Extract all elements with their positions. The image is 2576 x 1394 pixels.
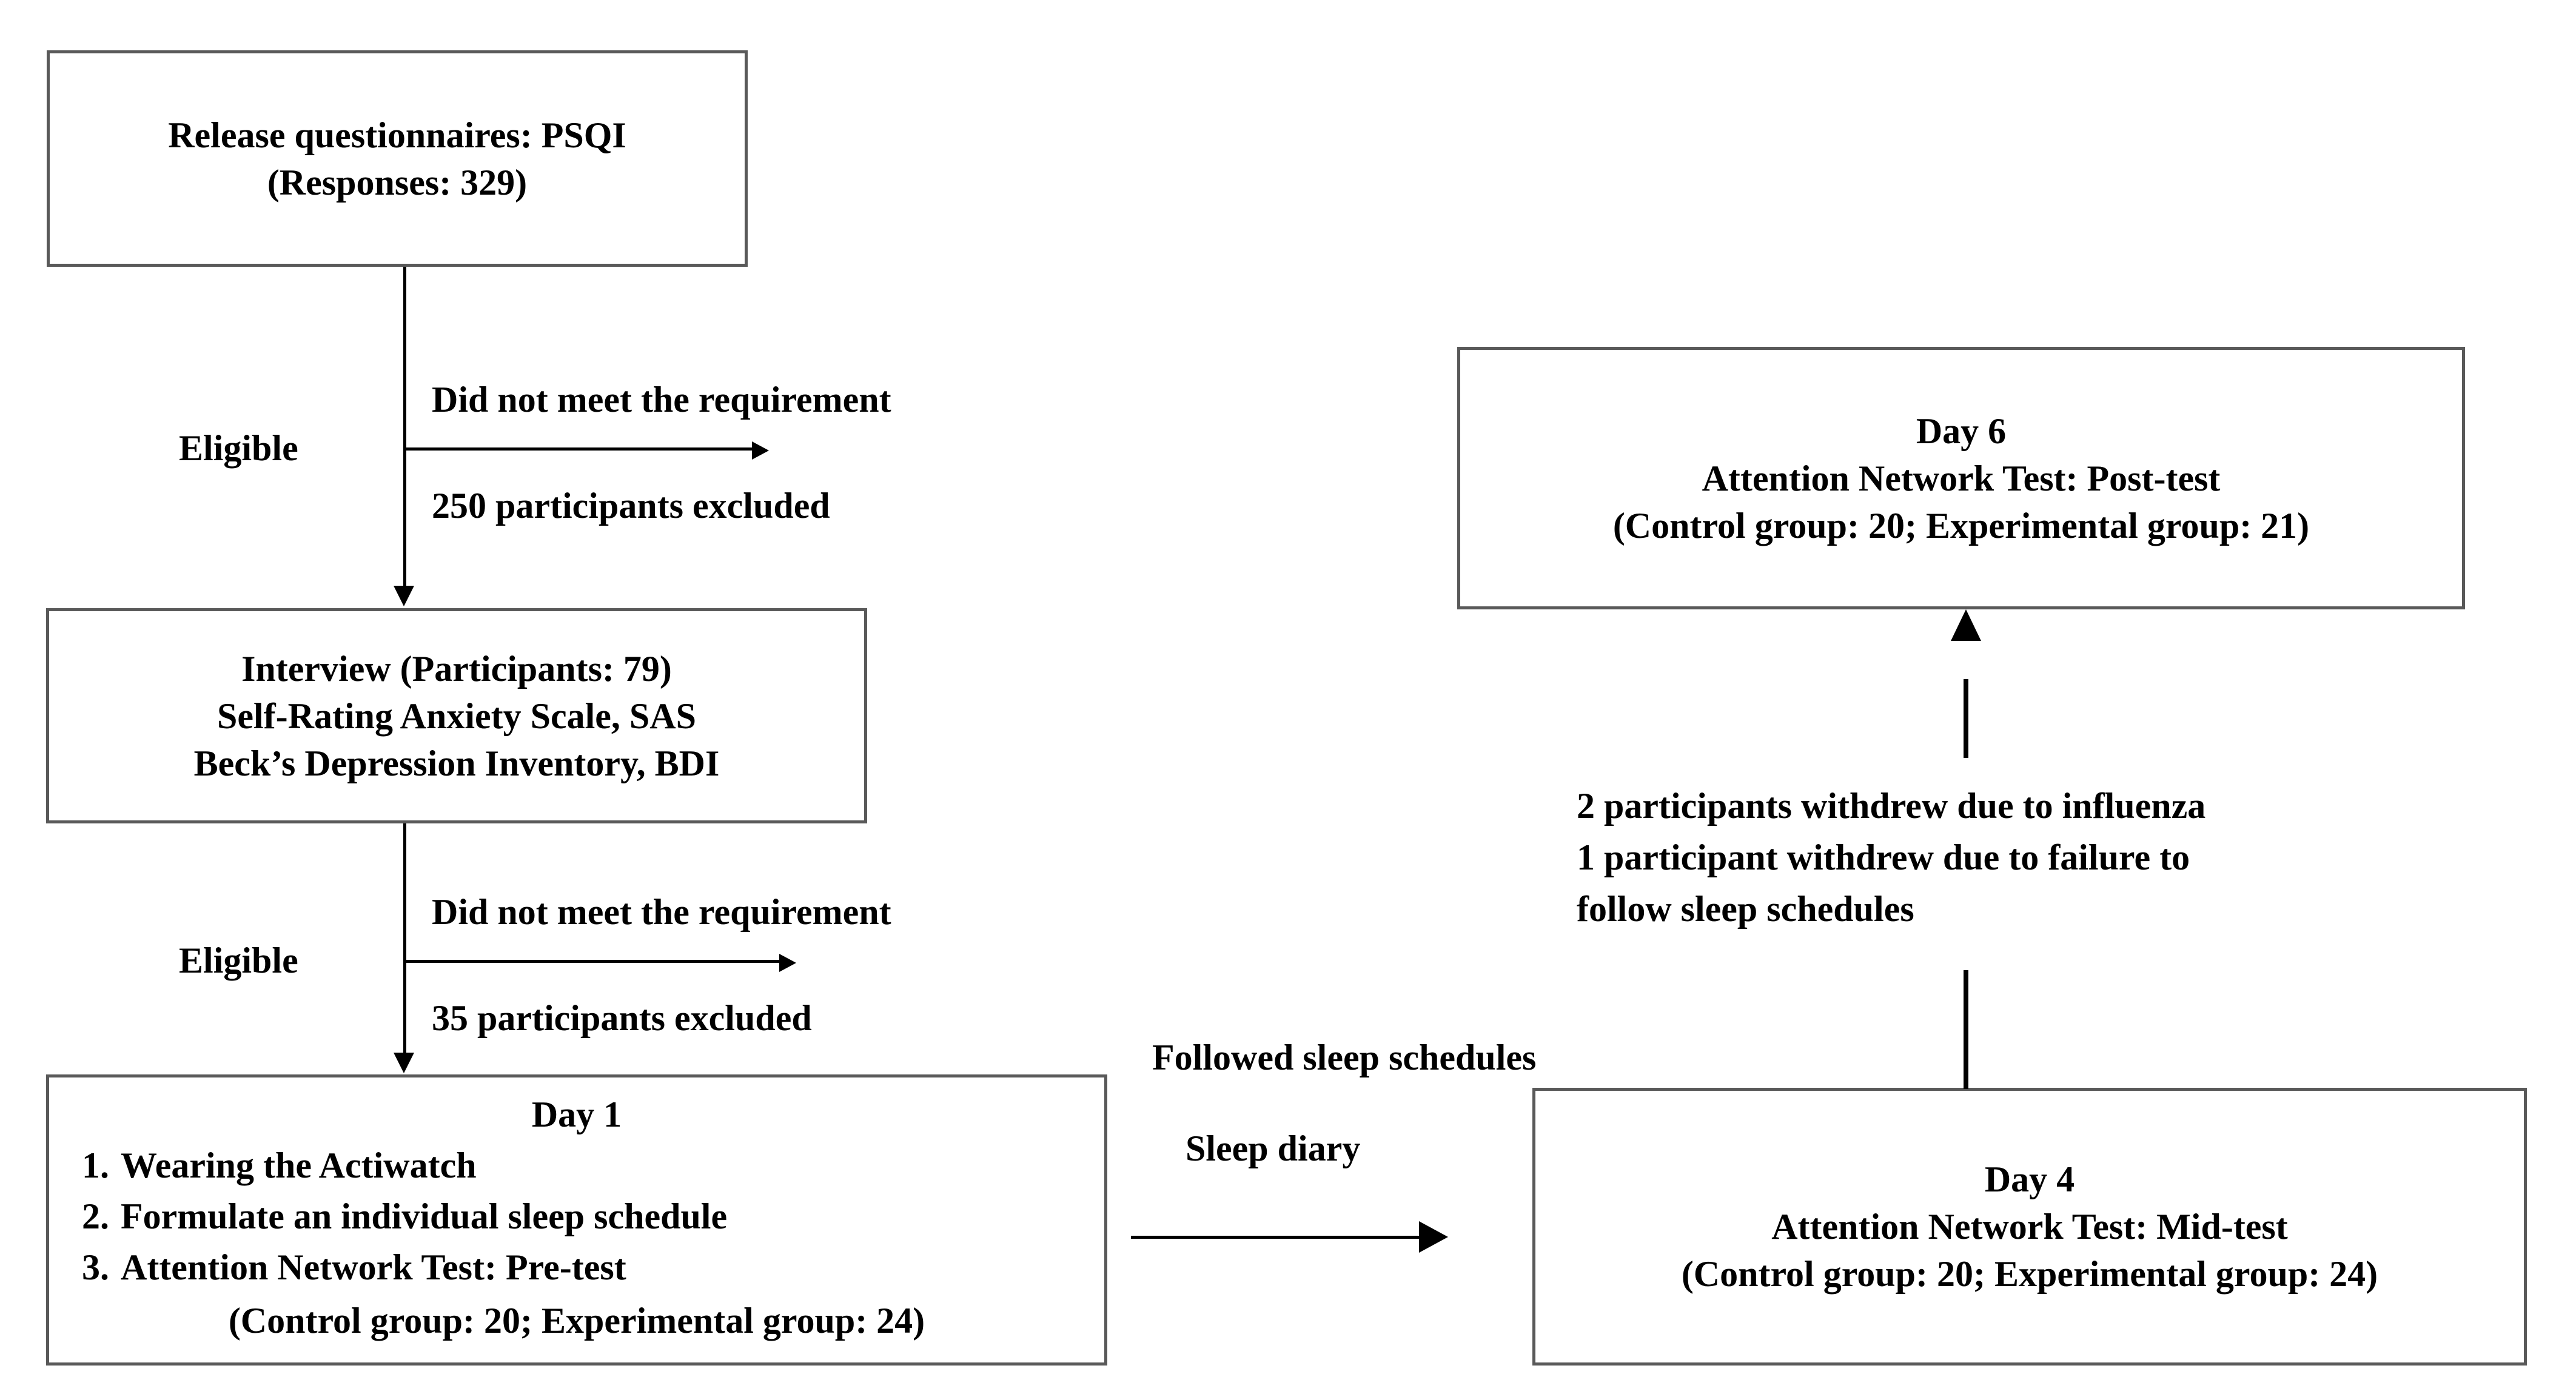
node-day4: Day 4 Attention Network Test: Mid-test (…	[1532, 1088, 2527, 1366]
edge-label-followed-sleep-schedules: Followed sleep schedules	[1152, 1037, 1537, 1077]
edge-label-eligible-1: Eligible	[179, 428, 298, 468]
node-day6-line-1: Day 6	[1916, 410, 2007, 451]
node-day6-line-2: Attention Network Test: Post-test	[1702, 458, 2221, 498]
list-item: 2. Formulate an individual sleep schedul…	[49, 1193, 1104, 1240]
node-release-line-1: Release questionnaires: PSQI	[168, 115, 626, 155]
arrowhead-down-interview	[394, 586, 414, 606]
node-interview-line-3: Beck’s Depression Inventory, BDI	[193, 743, 720, 783]
list-item-number: 3.	[82, 1247, 109, 1287]
edge-label-withdrew-line-3: follow sleep schedules	[1577, 889, 1914, 929]
node-release-line-2: (Responses: 329)	[267, 162, 528, 203]
edge-label-withdrew-line-1: 2 participants withdrew due to influenza	[1577, 786, 2206, 826]
list-item: 3. Attention Network Test: Pre-test	[49, 1244, 1104, 1291]
node-day6: Day 6 Attention Network Test: Post-test …	[1457, 347, 2465, 609]
edge-label-eligible-2: Eligible	[179, 940, 298, 980]
edge-label-sleep-diary: Sleep diary	[1186, 1128, 1361, 1168]
connector-exclusion-2	[403, 960, 782, 963]
list-item-label: Attention Network Test: Pre-test	[121, 1247, 626, 1287]
node-interview-line-2: Self-Rating Anxiety Scale, SAS	[216, 695, 697, 736]
connector-day1-to-day4	[1131, 1236, 1422, 1239]
node-day4-line-3: (Control group: 20; Experimental group: …	[1681, 1254, 2378, 1294]
node-interview-line-1: Interview (Participants: 79)	[241, 648, 672, 689]
edge-label-did-not-meet-requirement-1: Did not meet the requirement	[432, 380, 891, 420]
list-item: 1. Wearing the Actiwatch	[49, 1142, 1104, 1189]
connector-note-to-day6	[1964, 679, 1968, 758]
connector-interview-to-day1	[403, 823, 406, 1054]
arrowhead-right-exclusion-1	[752, 441, 769, 460]
arrowhead-down-day1	[394, 1053, 414, 1073]
node-day4-line-2: Attention Network Test: Mid-test	[1771, 1207, 2288, 1247]
edge-label-250-excluded: 250 participants excluded	[432, 486, 830, 526]
node-day4-line-1: Day 4	[1984, 1159, 2075, 1199]
list-item-number: 1.	[82, 1145, 109, 1185]
arrowhead-right-exclusion-2	[779, 954, 796, 972]
node-interview: Interview (Participants: 79) Self-Rating…	[46, 608, 867, 823]
edge-label-35-excluded: 35 participants excluded	[432, 998, 812, 1038]
node-day6-line-3: (Control group: 20; Experimental group: …	[1612, 505, 2310, 546]
connector-release-to-interview	[403, 267, 406, 587]
node-day1-title: Day 1	[531, 1094, 622, 1134]
node-release-questionnaires: Release questionnaires: PSQI (Responses:…	[47, 50, 748, 267]
arrowhead-right-day4	[1419, 1221, 1448, 1253]
node-day1-task-list: 1. Wearing the Actiwatch 2. Formulate an…	[49, 1142, 1104, 1295]
arrowhead-up-day6	[1951, 609, 1981, 641]
node-day1: Day 1 1. Wearing the Actiwatch 2. Formul…	[46, 1074, 1107, 1366]
connector-day4-to-note	[1964, 970, 1968, 1089]
list-item-label: Wearing the Actiwatch	[121, 1145, 477, 1185]
list-item-label: Formulate an individual sleep schedule	[121, 1196, 728, 1236]
list-item-number: 2.	[82, 1196, 109, 1236]
node-day1-footer: (Control group: 20; Experimental group: …	[228, 1301, 925, 1341]
edge-label-withdrew-line-2: 1 participant withdrew due to failure to	[1577, 837, 2190, 877]
edge-label-did-not-meet-requirement-2: Did not meet the requirement	[432, 892, 891, 932]
connector-exclusion-1	[403, 447, 755, 451]
